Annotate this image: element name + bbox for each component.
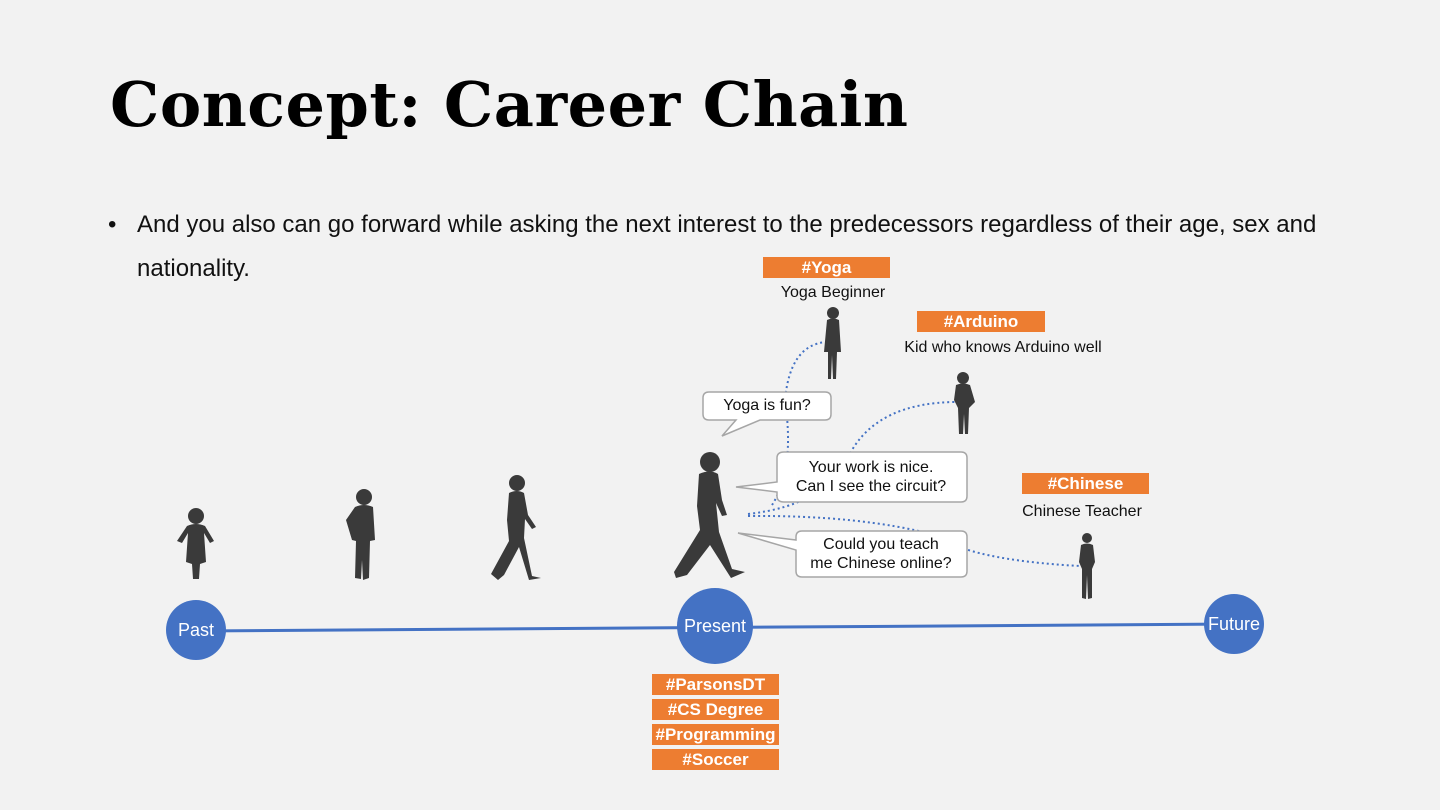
node-present — [677, 588, 753, 664]
bullet-text: And you also can go forward while asking… — [137, 211, 1317, 282]
bubble-chinese-text: Could you teach me Chinese online? — [796, 535, 966, 573]
yoga-person-silhouette — [824, 307, 841, 379]
node-present-label: Present — [684, 616, 746, 636]
slide-title: Concept: Career Chain — [110, 68, 909, 141]
link-arduino — [747, 401, 956, 515]
bubble-yoga — [702, 391, 832, 437]
node-future — [1204, 594, 1264, 654]
node-future-label: Future — [1208, 614, 1260, 634]
present-tag-cs-degree: #CS Degree — [652, 699, 779, 720]
caption-chinese: Chinese Teacher — [1022, 503, 1142, 520]
bubble-chinese — [737, 530, 968, 578]
tag-arduino: #Arduino — [917, 311, 1045, 332]
present-tag-soccer: #Soccer — [652, 749, 779, 770]
bubble-chinese-line-2: me Chinese online? — [810, 555, 952, 572]
caption-yoga: Yoga Beginner — [780, 284, 886, 301]
bubble-arduino-line-1: Your work is nice. — [808, 459, 934, 476]
bullet-dot: • — [108, 211, 117, 238]
arduino-kid-silhouette — [954, 372, 975, 434]
node-past — [166, 600, 226, 660]
present-tag-programming: #Programming — [652, 724, 779, 745]
link-chinese — [747, 514, 1081, 567]
chinese-teacher-silhouette — [1079, 533, 1095, 599]
child-silhouette — [177, 508, 214, 579]
bubble-arduino-line-2: Can I see the circuit? — [795, 478, 947, 495]
bubble-arduino — [735, 451, 968, 503]
bubble-arduino-text: Your work is nice. Can I see the circuit… — [777, 458, 965, 496]
caption-arduino: Kid who knows Arduino well — [904, 339, 1102, 356]
teen-silhouette — [491, 475, 541, 580]
present-tag-parsonsdt: #ParsonsDT — [652, 674, 779, 695]
adult-silhouette — [674, 452, 745, 578]
bubble-yoga-line: Yoga is fun? — [723, 397, 811, 414]
bubble-yoga-text: Yoga is fun? — [703, 396, 831, 415]
bubble-chinese-line-1: Could you teach — [823, 536, 939, 553]
tag-yoga: #Yoga — [763, 257, 890, 278]
boy-silhouette — [346, 489, 375, 580]
node-past-label: Past — [178, 620, 214, 640]
tag-chinese: #Chinese — [1022, 473, 1149, 494]
